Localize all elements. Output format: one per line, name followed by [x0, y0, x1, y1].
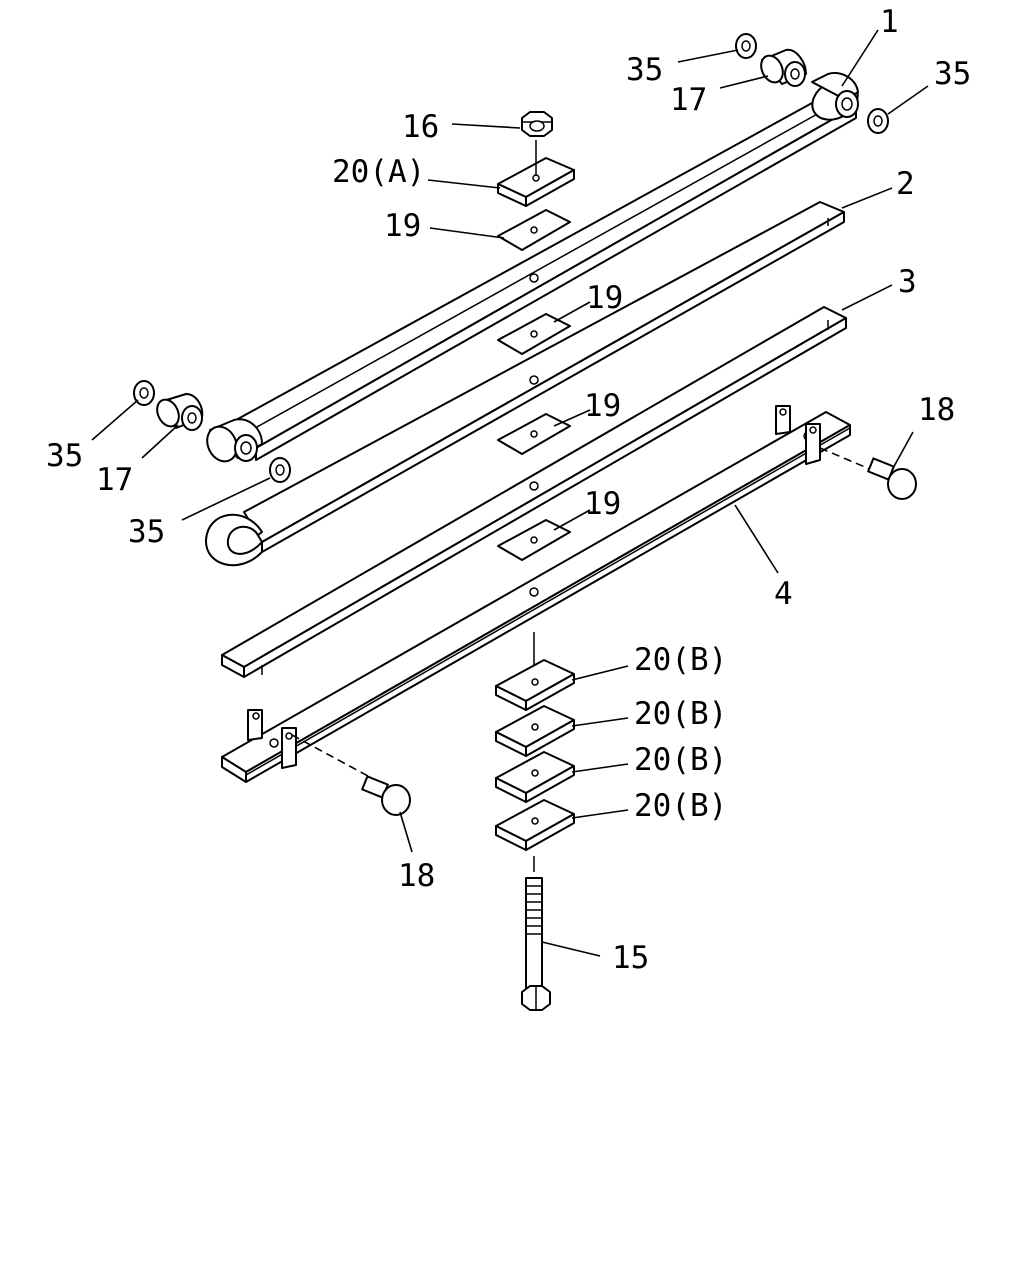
liner-19-a — [497, 209, 571, 251]
callout-labels: 1 2 3 4 15 16 17 17 18 18 19 19 19 19 20… — [46, 4, 971, 976]
spring-leaf-1 — [206, 72, 859, 463]
callout-19-d: 19 — [584, 486, 621, 522]
callout-15: 15 — [612, 940, 649, 976]
nut-16 — [521, 111, 553, 137]
spacer-plate-20b-2 — [495, 705, 575, 757]
leaf-clip-rear — [775, 405, 821, 465]
liner-19-b — [497, 313, 571, 355]
bushing-17-rear — [760, 48, 807, 87]
callout-4: 4 — [774, 576, 793, 612]
callout-20b-1: 20(B) — [634, 642, 727, 678]
clip-bolt-18-front — [291, 734, 411, 816]
liner-19-d — [497, 519, 571, 561]
callout-35-front-left: 35 — [46, 438, 83, 474]
clip-bolt-18-rear — [819, 447, 917, 500]
callout-19-a: 19 — [384, 208, 421, 244]
callout-18-front: 18 — [398, 858, 435, 894]
callout-16: 16 — [402, 109, 439, 145]
callout-3: 3 — [898, 264, 917, 300]
center-bolt-15 — [521, 856, 551, 1011]
spring-leaf-3 — [221, 306, 847, 678]
spacer-plate-20b-3 — [495, 751, 575, 803]
washer-35-front-right — [269, 457, 291, 483]
callout-20a: 20(A) — [332, 154, 425, 190]
spacer-plate-20b-4 — [495, 799, 575, 851]
callout-35-rear-right: 35 — [934, 56, 971, 92]
callout-17-front: 17 — [96, 462, 133, 498]
liner-19-c — [497, 413, 571, 455]
callout-20b-4: 20(B) — [634, 788, 727, 824]
callout-20b-3: 20(B) — [634, 742, 727, 778]
callout-35-front-right: 35 — [128, 514, 165, 550]
callout-20b-2: 20(B) — [634, 696, 727, 732]
spacer-plate-20a — [497, 140, 575, 207]
washer-35-rear-right — [867, 108, 889, 134]
washer-35-front-left — [133, 380, 155, 406]
callout-35-rear-left: 35 — [626, 52, 663, 88]
callout-2: 2 — [896, 166, 915, 202]
callout-18-rear: 18 — [918, 392, 955, 428]
leaf-clip-front — [247, 709, 297, 769]
spring-leaf-2 — [204, 201, 845, 567]
spacer-plate-20b-1 — [495, 632, 575, 711]
callout-1: 1 — [880, 4, 899, 40]
washer-35-rear-left — [735, 33, 757, 59]
leader-lines — [91, 29, 929, 957]
callout-19-b: 19 — [586, 280, 623, 316]
spring-leaf-4 — [221, 405, 851, 783]
bushing-17-front — [156, 393, 204, 431]
callout-19-c: 19 — [584, 388, 621, 424]
callout-17-rear: 17 — [670, 82, 707, 118]
